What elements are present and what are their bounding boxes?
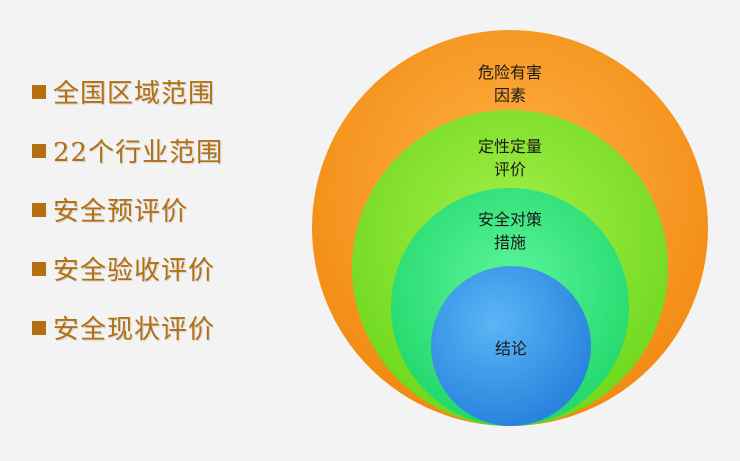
square-bullet-icon: [32, 84, 46, 99]
scope-list: 全国区域范围 22个行业范围 安全预评价 安全验收评价 安全现状评价: [32, 62, 292, 357]
list-item-label: 安全现状评价: [53, 315, 216, 345]
list-item-status-evaluation: 安全现状评价: [32, 298, 292, 357]
list-item-industry-scope: 22个行业范围: [32, 121, 292, 180]
ring-label-measures-line2: 措施: [494, 233, 526, 252]
square-bullet-icon: [32, 261, 46, 276]
ring-label-evaluation-line2: 评价: [494, 160, 526, 179]
square-bullet-icon: [32, 202, 46, 217]
list-item-acceptance-evaluation: 安全验收评价: [32, 239, 292, 298]
ring-label-conclusion: 结论: [495, 339, 527, 358]
list-item-label: 安全预评价: [53, 197, 189, 227]
list-item-national-scope: 全国区域范围: [32, 62, 292, 121]
ring-label-hazard-line2: 因素: [494, 86, 526, 105]
list-item-label: 全国区域范围: [53, 79, 216, 109]
ring-label-evaluation-line1: 定性定量: [478, 137, 542, 156]
ring-conclusion: [431, 266, 591, 426]
list-item-label: 22个行业范围: [53, 138, 224, 168]
ring-label-hazard-line1: 危险有害: [478, 63, 542, 82]
square-bullet-icon: [32, 320, 46, 335]
square-bullet-icon: [32, 143, 46, 158]
ring-label-measures-line1: 安全对策: [478, 210, 542, 229]
list-item-label: 安全验收评价: [53, 256, 216, 286]
list-item-pre-evaluation: 安全预评价: [32, 180, 292, 239]
